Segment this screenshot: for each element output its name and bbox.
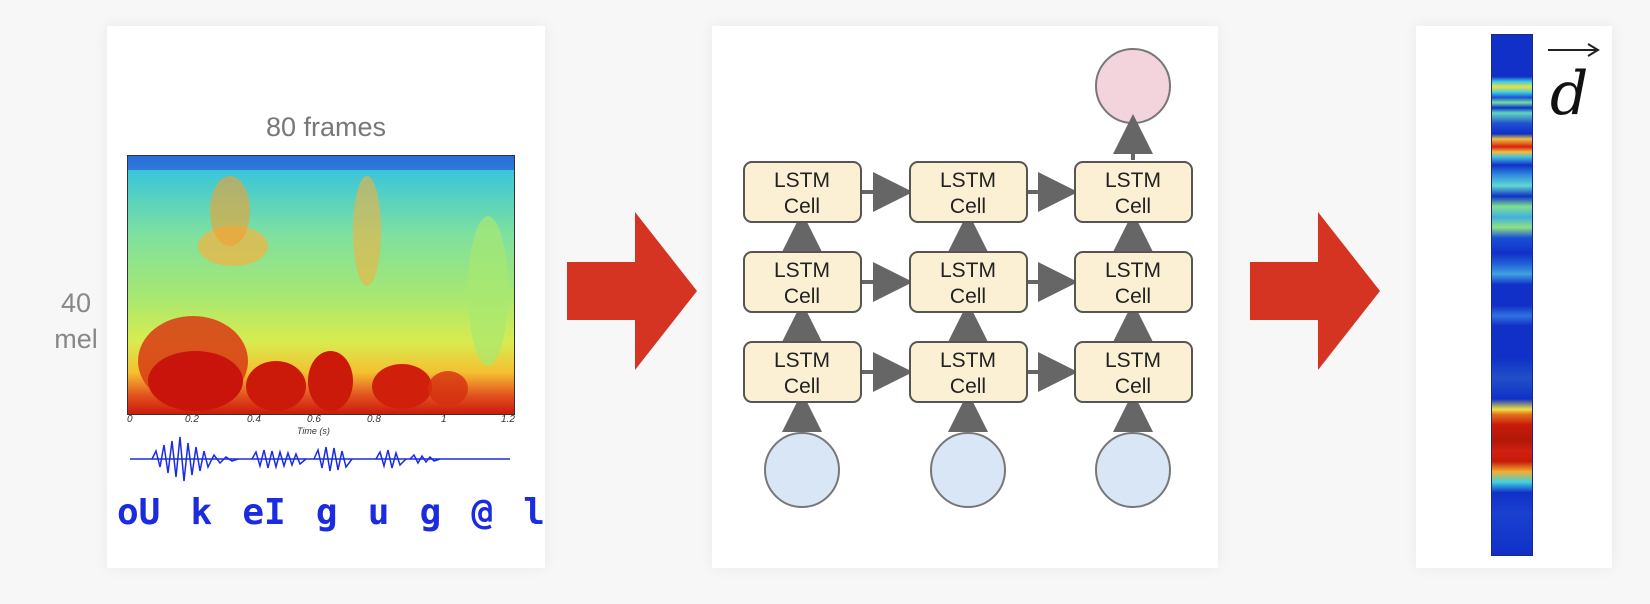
lstm-cell: LSTM Cell <box>909 251 1028 313</box>
phoneme: @ <box>471 492 494 533</box>
lstm-cell: LSTM Cell <box>1074 251 1193 313</box>
lstm-cell: LSTM Cell <box>743 251 862 313</box>
input-node <box>930 432 1006 508</box>
time-tick: 0 <box>127 414 133 425</box>
lstm-cell-label: LSTM <box>1105 349 1161 372</box>
lstm-cell-label: LSTM <box>774 349 830 372</box>
phoneme-sequence: oU k eI g u g @ l <box>117 492 545 533</box>
lstm-cell-label: Cell <box>950 285 986 308</box>
time-tick: 0.8 <box>367 414 381 425</box>
phoneme: g <box>419 492 442 533</box>
mel-spectrogram <box>127 155 515 415</box>
frames-label: 80 frames <box>265 112 387 142</box>
flow-arrow-right <box>567 212 697 370</box>
lstm-cell-label: Cell <box>1115 375 1151 398</box>
phoneme: oU <box>117 492 161 533</box>
lstm-cell-label: Cell <box>1115 195 1151 218</box>
vector-symbol: d <box>1550 59 1588 126</box>
lstm-cell-label: Cell <box>784 195 820 218</box>
lstm-cell: LSTM Cell <box>743 341 862 403</box>
embedding-vector-label: d <box>1548 43 1600 126</box>
lstm-cell: LSTM Cell <box>909 341 1028 403</box>
lstm-cell: LSTM Cell <box>743 161 862 223</box>
lstm-cell-label: Cell <box>950 195 986 218</box>
phoneme: u <box>367 492 390 533</box>
time-tick: 1 <box>441 414 447 425</box>
lstm-cell-label: LSTM <box>1105 259 1161 282</box>
time-tick: 0.2 <box>185 414 199 425</box>
time-tick: 1.2 <box>501 414 515 425</box>
waveform <box>130 436 510 482</box>
mel-label-count: 40 <box>60 288 92 318</box>
lstm-cell-label: LSTM <box>940 169 996 192</box>
input-node <box>1095 432 1171 508</box>
lstm-cell-label: Cell <box>784 285 820 308</box>
time-axis: 0 0.2 0.4 0.6 0.8 1 1.2 Time (s) <box>127 414 515 436</box>
lstm-cell-label: LSTM <box>940 349 996 372</box>
time-tick: 0.4 <box>247 414 261 425</box>
lstm-cell: LSTM Cell <box>1074 341 1193 403</box>
mel-label-unit: mel <box>54 324 98 354</box>
phoneme: g <box>315 492 338 533</box>
lstm-network: LSTM Cell LSTM Cell LSTM Cell LSTM Cell … <box>743 48 1193 508</box>
phoneme: k <box>190 492 213 533</box>
time-tick: 0.6 <box>307 414 321 425</box>
flow-arrow-right <box>1250 212 1380 370</box>
time-axis-label: Time (s) <box>297 426 330 436</box>
lstm-cell-label: LSTM <box>1105 169 1161 192</box>
lstm-cell-label: LSTM <box>774 259 830 282</box>
lstm-cell-label: Cell <box>1115 285 1151 308</box>
embedding-vector <box>1491 34 1533 556</box>
lstm-cell-label: Cell <box>950 375 986 398</box>
phoneme: eI <box>242 492 286 533</box>
input-node <box>764 432 840 508</box>
lstm-cell-label: LSTM <box>774 169 830 192</box>
output-node <box>1095 48 1171 124</box>
lstm-cell: LSTM Cell <box>909 161 1028 223</box>
lstm-cell: LSTM Cell <box>1074 161 1193 223</box>
lstm-cell-label: LSTM <box>940 259 996 282</box>
mel-label: 40 mel <box>40 285 112 357</box>
phoneme: l <box>523 492 545 533</box>
lstm-cell-label: Cell <box>784 375 820 398</box>
